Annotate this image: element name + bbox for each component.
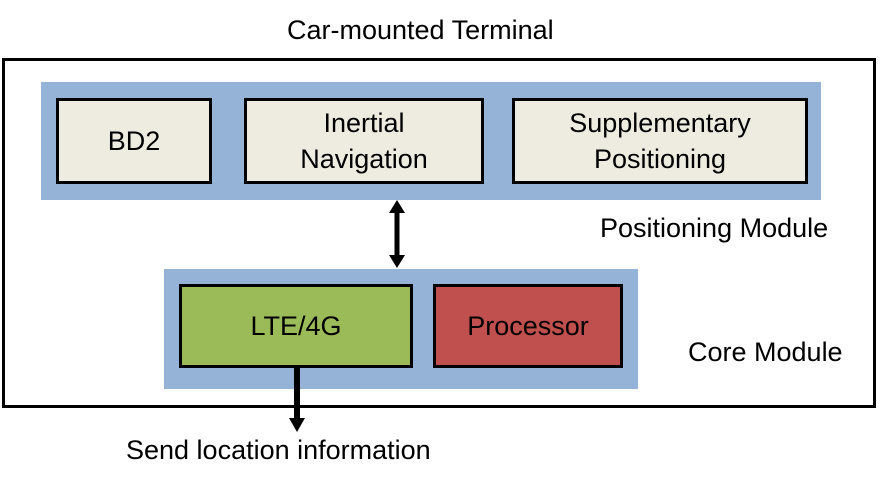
positioning-module-label: Positioning Module — [600, 213, 829, 243]
supplementary-positioning-box: Supplementary Positioning — [512, 98, 808, 184]
lte-4g-box: LTE/4G — [179, 284, 413, 368]
output-arrow — [289, 368, 305, 432]
bidirectional-arrow — [389, 200, 405, 268]
processor-box: Processor — [433, 284, 623, 368]
core-module-label: Core Module — [688, 337, 843, 367]
inertial-navigation-box: Inertial Navigation — [244, 98, 484, 184]
terminal-title: Car-mounted Terminal — [287, 15, 554, 45]
bd2-box: BD2 — [56, 98, 212, 184]
output-label: Send location information — [126, 435, 431, 465]
